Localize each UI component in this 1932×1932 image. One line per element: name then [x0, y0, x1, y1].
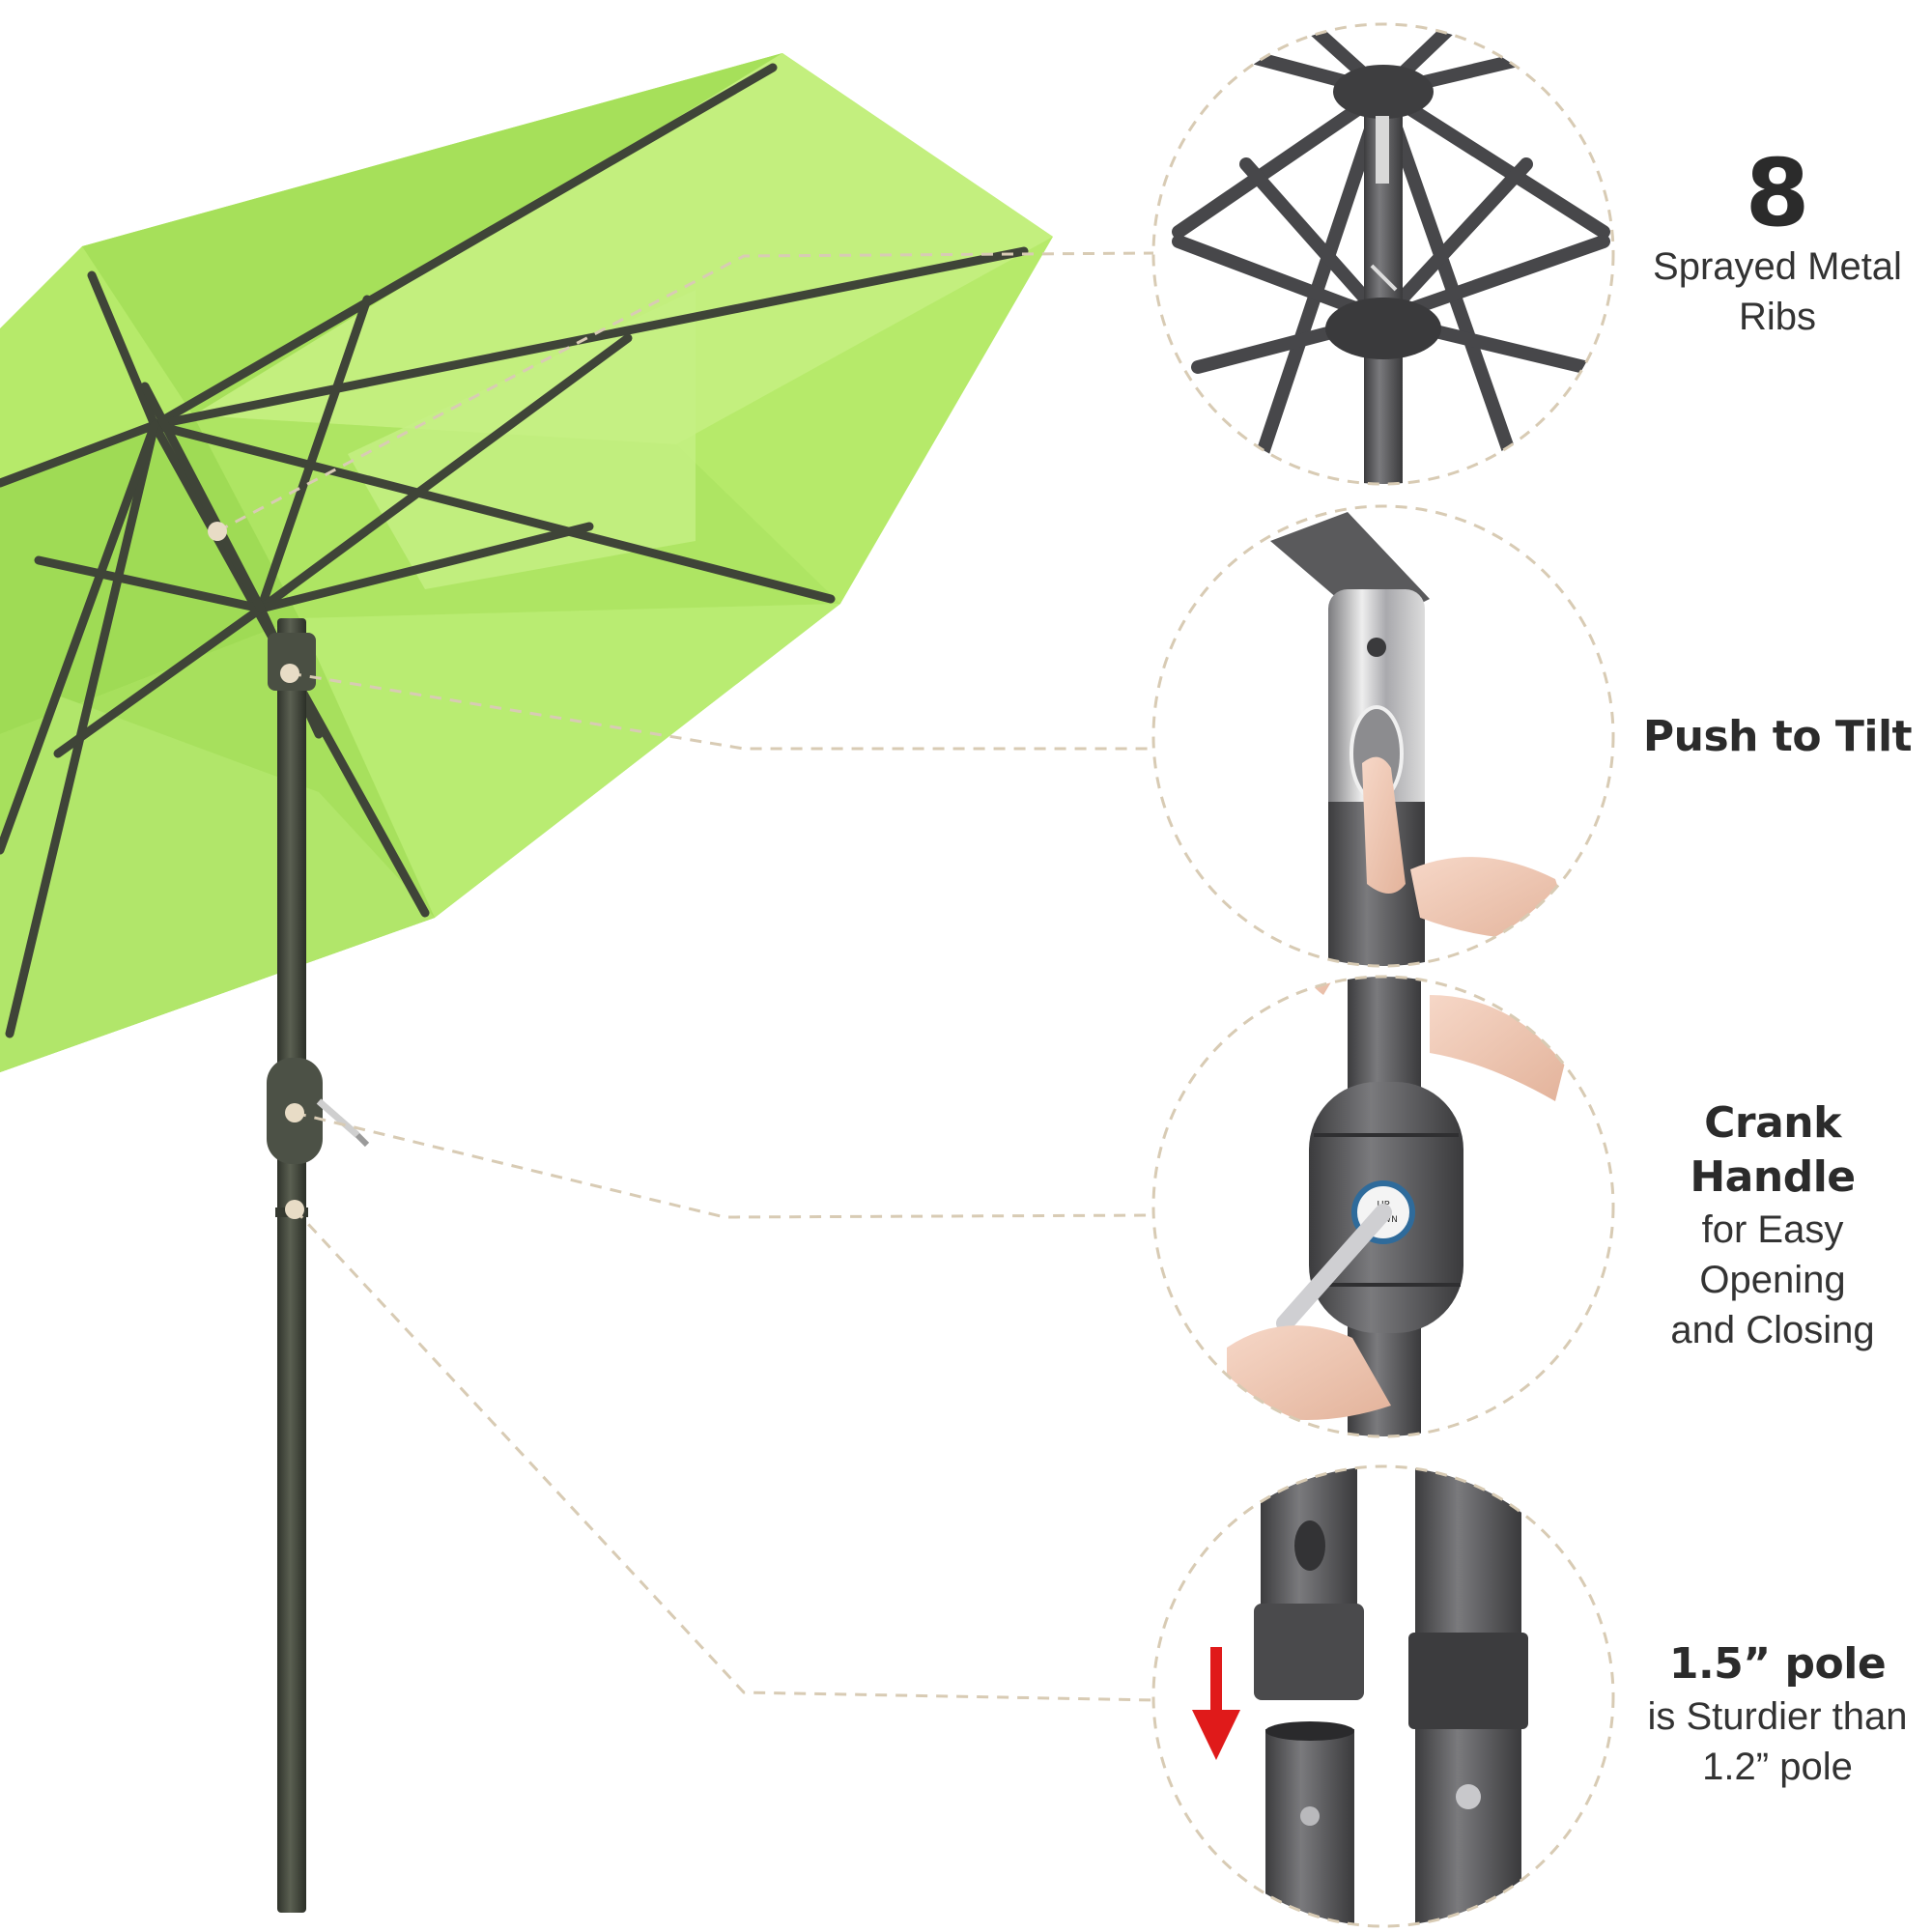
umbrella-ribs	[0, 63, 1029, 1038]
push-tilt-button-closeup-icon	[1153, 506, 1613, 966]
ribs-title-line2: Ribs	[1738, 296, 1817, 338]
callout-lines	[216, 251, 1155, 1702]
pole-joint-closeup-icon	[1153, 1466, 1613, 1926]
crank-handle-closeup-icon: UP DOWN	[1153, 977, 1613, 1436]
pole-feature-text: 1.5” pole is Sturdier than 1.2” pole	[1633, 1637, 1922, 1792]
pole-title: 1.5” pole	[1668, 1639, 1887, 1689]
ribs-feature-text: 8 Sprayed Metal Ribs	[1633, 145, 1922, 342]
umbrella-ribs-closeup-icon	[1153, 24, 1613, 484]
crank-title: Crank Handle	[1690, 1098, 1856, 1202]
umbrella-canopy	[0, 53, 1053, 1072]
ribs-title: Sprayed Metal	[1653, 245, 1902, 288]
pole-line-2: 1.2” pole	[1702, 1746, 1853, 1788]
down-arrow-icon	[1192, 1647, 1240, 1760]
crank-line-2: Opening	[1699, 1259, 1846, 1301]
tilt-feature-text: Push to Tilt	[1633, 710, 1922, 764]
tilt-title: Push to Tilt	[1642, 712, 1913, 761]
callout-markers	[208, 522, 304, 1219]
rib-count: 8	[1745, 139, 1810, 247]
pole-line-1: is Sturdier than	[1647, 1695, 1908, 1738]
crank-line-1: for Easy	[1701, 1208, 1844, 1251]
crank-feature-text: Crank Handle for Easy Opening and Closin…	[1618, 1096, 1927, 1355]
crank-line-3: and Closing	[1670, 1309, 1875, 1351]
